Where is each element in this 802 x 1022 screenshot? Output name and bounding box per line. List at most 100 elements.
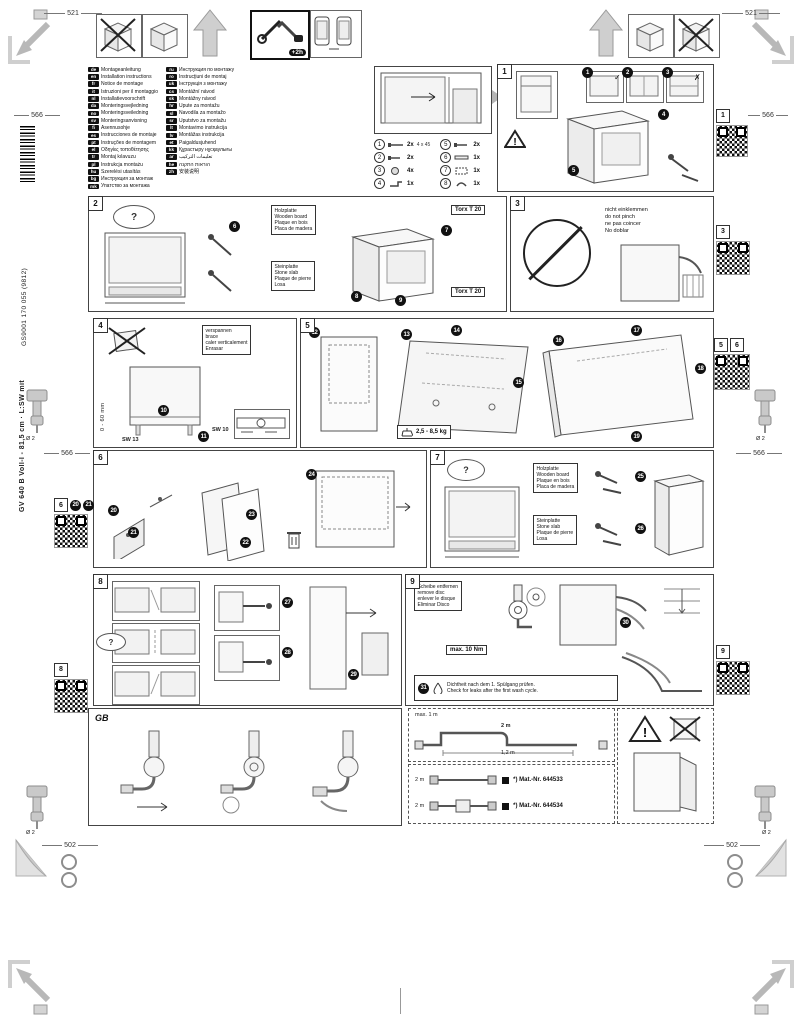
screw-set-icon xyxy=(595,471,622,494)
step-badge: 16 xyxy=(553,335,564,346)
leak-check-line-en: Check for leaks after the first wash cyc… xyxy=(447,688,538,694)
dishwasher-front-diagram xyxy=(444,486,520,558)
language-code-badge: cs xyxy=(165,88,177,95)
qr-step-number: 8 xyxy=(54,662,68,677)
language-code-badge: sk xyxy=(165,96,177,102)
language-code-badge: nl xyxy=(88,96,99,102)
language-label: הוראות התקנה xyxy=(178,161,210,168)
wood-label-box: Holzplatte Wooden board Plaque en bois P… xyxy=(533,463,578,493)
language-label: Οδηγίες τοποθέτησης xyxy=(101,146,149,153)
transport-ok-box-right xyxy=(628,14,674,58)
accessory-part-number: *) Mat.-Nr. 644533 xyxy=(513,777,563,783)
page-curl-left xyxy=(15,838,48,877)
hinge-bracket-diagram xyxy=(113,494,173,559)
label-line: caler verticalement xyxy=(205,339,248,346)
question-glyph: ? xyxy=(108,637,114,647)
step-badge: 22 xyxy=(240,537,251,548)
language-code-badge: ar xyxy=(165,154,177,160)
wood-label-box: Holzplatte Wooden board Plaque en bois P… xyxy=(271,205,316,235)
option-diagram xyxy=(669,75,699,97)
step-panel-7: 7 ? Holzplatte Wooden board Plaque en bo… xyxy=(430,450,714,568)
wrench-size-label: SW 13 xyxy=(122,437,139,443)
side-gap-diagram xyxy=(114,587,196,613)
torque-box: max. 10 Nm xyxy=(446,645,488,655)
stone-label-box: Steinplatte Stone slab Plaque de pierre … xyxy=(271,261,315,291)
part-number: 5 xyxy=(440,139,452,150)
part-number: 6 xyxy=(440,152,452,163)
language-label: Upute za montažu xyxy=(178,103,220,110)
barcode xyxy=(20,126,35,184)
qr-cluster-step8: 8 xyxy=(54,658,88,713)
step-number-tab: 2 xyxy=(88,196,103,211)
language-code-badge: et xyxy=(165,139,177,146)
step-number-tab: 1 xyxy=(497,64,512,79)
step-number-tab: 5 xyxy=(300,318,315,333)
door-weight-box: 2,5 - 8,5 kg xyxy=(397,425,451,439)
language-label: تعليمات التركيب xyxy=(178,154,213,161)
language-code-badge: pl xyxy=(88,161,99,168)
check-icon: ✓ xyxy=(614,73,621,82)
language-code-badge: el xyxy=(88,147,99,153)
step-badge: 7 xyxy=(441,225,452,236)
label-line: Steinplatte xyxy=(536,517,561,524)
time-estimate-badge: +2h xyxy=(288,49,306,56)
dishwasher-side-diagram xyxy=(129,366,201,436)
label-line: verspannen xyxy=(205,327,232,334)
hose-max-label: max. 1 m xyxy=(415,712,438,718)
detail-box xyxy=(586,71,624,103)
step-panel-3: 3 nicht einklemmen do not pinch ne pas c… xyxy=(510,196,714,312)
side-gap-diagram xyxy=(114,629,196,655)
drill-diameter-label-bottom-right: Ø 2 xyxy=(762,830,771,836)
step-badge: 11 xyxy=(198,431,209,442)
drill-driver-icon-bottom-right xyxy=(754,785,776,829)
question-cloud: ? xyxy=(113,205,155,229)
dishwasher-perspective-diagram xyxy=(351,228,435,302)
step-panel-1: 1 ✓ ✗ 1 2 3 4 5 ! xyxy=(497,64,714,192)
qr-code xyxy=(714,354,750,390)
qr-code xyxy=(54,678,88,713)
dishwasher-rear-diagram xyxy=(620,244,704,302)
accessory-length: 2 m xyxy=(415,777,425,783)
warning-icon: ! xyxy=(504,129,526,148)
transport-ok-box xyxy=(142,14,188,58)
part-number: 1 xyxy=(374,139,385,150)
label-line: Holzplatte xyxy=(274,207,297,214)
option-diagram xyxy=(589,75,619,97)
fold-mark xyxy=(400,988,401,1014)
part-qty: 1x xyxy=(473,180,480,187)
dim-value: 566 xyxy=(31,112,43,119)
leak-check-text: Dichtheit nach dem 1. Spülgang prüfen. C… xyxy=(447,682,538,695)
accessory-row: 2 m *) Mat.-Nr. 644533 xyxy=(415,773,563,787)
step-badge: 27 xyxy=(282,597,293,608)
accessory-length: 2 m xyxy=(415,803,425,809)
crossed-tilt-icon xyxy=(108,327,146,355)
dim-value: 502 xyxy=(64,842,76,849)
qr-part-badge: 20 xyxy=(70,499,81,511)
door-panels-diagram xyxy=(201,482,265,561)
label-line: enlever le disque xyxy=(417,595,456,602)
torx-label: Torx T 20 xyxy=(451,287,486,297)
language-code-badge: hu xyxy=(88,169,99,175)
label-line: Losa xyxy=(274,282,286,289)
language-code-badge: bg xyxy=(88,176,99,182)
qr-step-number: 6 xyxy=(54,498,68,512)
step-number-tab: 7 xyxy=(430,450,445,465)
qr-step-number: 5 xyxy=(714,338,728,352)
